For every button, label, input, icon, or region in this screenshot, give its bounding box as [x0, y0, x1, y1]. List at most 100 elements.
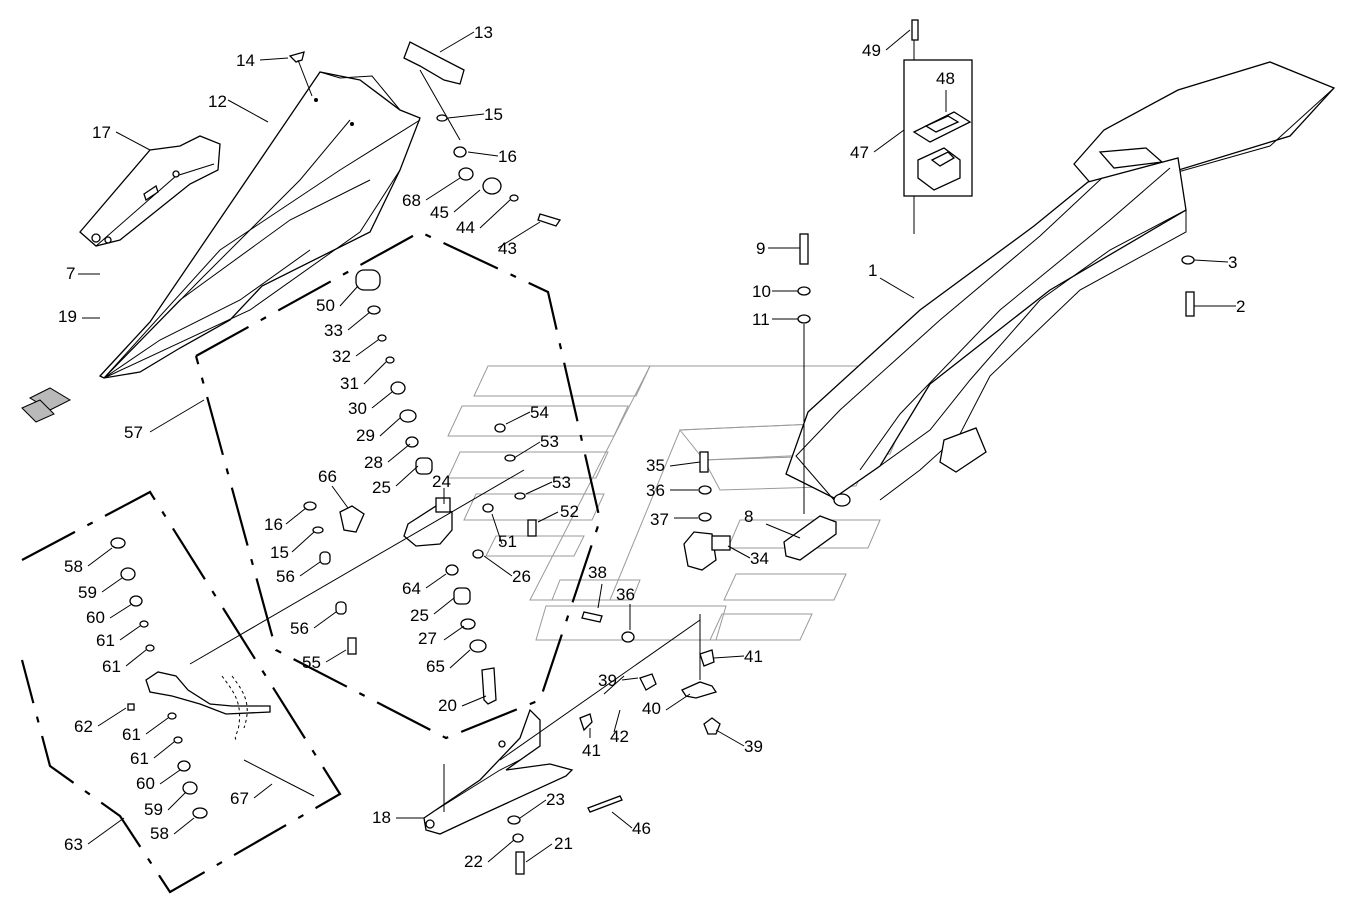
callout-9: 9 [756, 239, 765, 258]
callout-16b: 16 [264, 515, 283, 534]
leader-line [395, 465, 419, 487]
callout-61b: 61 [102, 657, 121, 676]
leader-line [449, 649, 471, 669]
leader-line [597, 583, 603, 609]
leader-line [259, 57, 289, 61]
leader-line [611, 811, 633, 829]
callout-53b: 53 [552, 473, 571, 492]
callout-39b: 39 [744, 737, 763, 756]
callout-12: 12 [208, 92, 227, 111]
leader-line [519, 799, 547, 819]
leader-line [665, 693, 691, 711]
callout-18: 18 [372, 808, 391, 827]
linkage-parts [507, 451, 731, 875]
leader-line [145, 717, 169, 735]
callout-leaders [78, 29, 1236, 863]
leader-line [339, 285, 359, 307]
leader-line [153, 741, 175, 759]
callout-3: 3 [1228, 253, 1237, 272]
callout-14: 14 [236, 51, 255, 70]
leader-line [513, 441, 541, 459]
leader-line [479, 199, 511, 229]
callout-61d: 61 [130, 749, 149, 768]
callout-11: 11 [752, 310, 770, 329]
part-18-mount [423, 614, 701, 835]
leader-line [313, 611, 337, 629]
leader-line [525, 843, 553, 863]
part-12-front-fender [98, 71, 421, 379]
leader-line [727, 545, 751, 559]
leader-line [87, 817, 125, 845]
callout-43: 43 [498, 239, 517, 258]
callout-labels: 1 2 3 7 8 9 10 11 12 13 14 15 15 16 16 1… [58, 23, 1245, 871]
leader-line [425, 177, 461, 201]
part-17-bracket [79, 135, 221, 247]
leader-line [101, 577, 123, 593]
callout-60a: 60 [86, 608, 105, 627]
callout-36a: 36 [646, 481, 665, 500]
callout-51: 51 [498, 532, 517, 551]
leader-line [347, 311, 371, 331]
callout-35: 35 [646, 456, 665, 475]
callout-31: 31 [340, 374, 359, 393]
callout-10: 10 [752, 282, 771, 301]
leader-line [443, 625, 465, 641]
leader-line [1193, 259, 1229, 263]
callout-38: 38 [588, 563, 607, 582]
leader-line [873, 129, 905, 153]
leader-line [461, 695, 487, 707]
callout-37: 37 [650, 510, 669, 529]
callout-28: 28 [364, 453, 383, 472]
callout-23: 23 [546, 790, 565, 809]
callout-41b: 41 [582, 741, 601, 760]
leader-line [613, 709, 621, 733]
callout-36b: 36 [616, 585, 635, 604]
callout-44: 44 [456, 218, 475, 237]
leader-line [125, 649, 147, 667]
callout-50: 50 [316, 296, 335, 315]
callout-53a: 53 [540, 432, 559, 451]
leader-line [669, 461, 701, 467]
callout-42: 42 [610, 727, 629, 746]
callout-39a: 39 [598, 671, 617, 690]
callout-24: 24 [432, 472, 451, 491]
leader-line [363, 361, 387, 385]
assembly-63-parts [110, 537, 315, 819]
leader-line [379, 417, 401, 437]
callout-59a: 59 [78, 583, 97, 602]
leader-line [173, 817, 195, 835]
callout-16a: 16 [498, 147, 517, 166]
leader-line [713, 655, 745, 659]
leader-line [149, 399, 205, 433]
leader-line [167, 791, 187, 811]
callout-33: 33 [324, 321, 343, 340]
callout-15b: 15 [270, 543, 289, 562]
leader-line [497, 221, 541, 249]
leader-line [331, 485, 349, 509]
callout-59b: 59 [144, 800, 163, 819]
callout-47: 47 [850, 143, 869, 162]
callout-7: 7 [66, 264, 75, 283]
leader-line [447, 113, 485, 119]
callout-21: 21 [554, 834, 573, 853]
hardware-top [288, 51, 562, 227]
leader-line [425, 573, 447, 589]
leader-line [491, 513, 503, 545]
callout-30: 30 [348, 399, 367, 418]
leader-line [525, 481, 553, 495]
hardware-right [783, 19, 1195, 561]
hatched-tile-icon [21, 387, 72, 423]
leader-line [299, 561, 321, 577]
callout-20: 20 [438, 696, 457, 715]
leader-line [537, 511, 559, 523]
callout-65: 65 [426, 657, 445, 676]
leader-line [285, 507, 307, 525]
callout-55: 55 [302, 653, 321, 672]
leader-line [483, 555, 513, 577]
callout-15a: 15 [484, 105, 503, 124]
callout-1: 1 [868, 261, 877, 280]
leader-line [885, 29, 911, 51]
callout-8: 8 [744, 507, 753, 526]
part-1-rear-fender [785, 38, 1336, 507]
